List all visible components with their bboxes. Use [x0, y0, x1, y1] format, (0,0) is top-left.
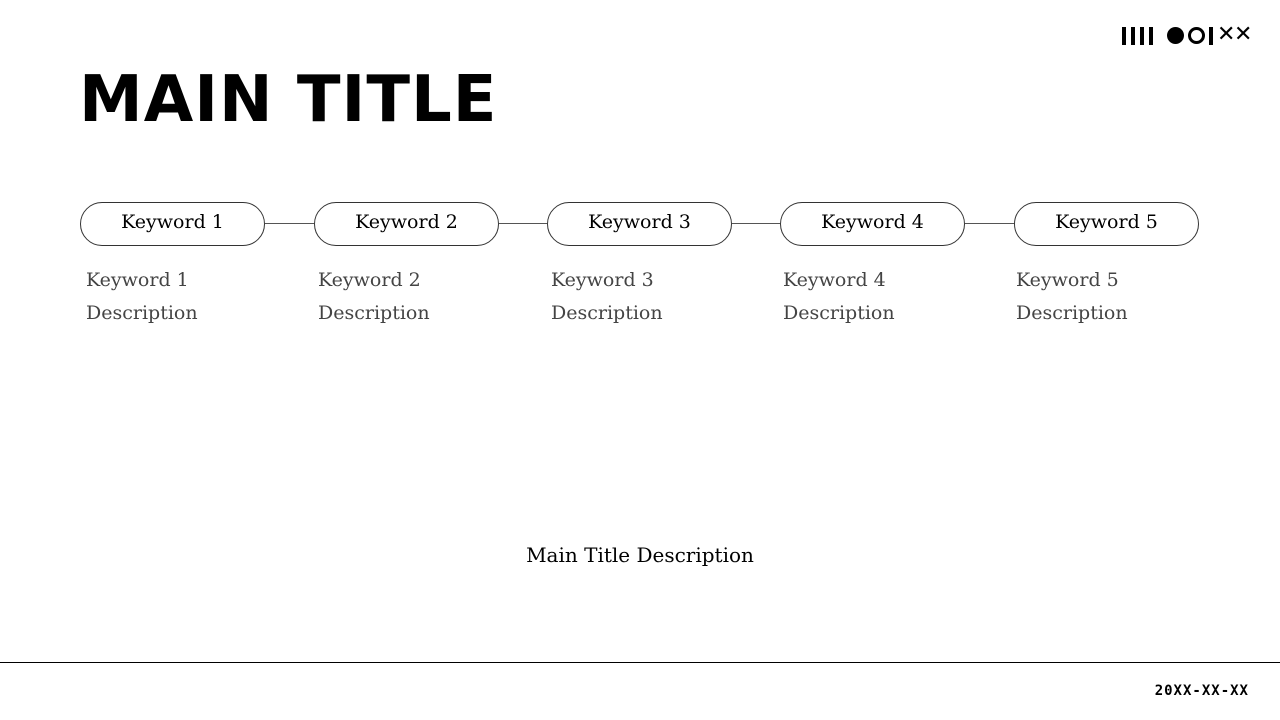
keyword-description-line: Keyword 5 — [1016, 269, 1119, 291]
keyword-description: Keyword 1 Description — [86, 264, 266, 330]
bar-icon — [1131, 27, 1135, 45]
timeline-connector — [965, 223, 1014, 224]
keyword-description-line: Keyword 2 — [318, 269, 421, 291]
footer-divider — [0, 662, 1280, 663]
keyword-description: Keyword 3 Description — [551, 264, 731, 330]
x-icon: ✕ — [1234, 22, 1253, 47]
keyword-description-line: Keyword 1 — [86, 269, 189, 291]
keyword-description-line: Description — [86, 302, 198, 324]
timeline-connector — [499, 223, 547, 224]
bar-icon — [1140, 27, 1144, 45]
x-icon: ✕ — [1217, 22, 1236, 47]
timeline-connector — [265, 223, 314, 224]
keyword-description: Keyword 4 Description — [783, 264, 963, 330]
bar-icon — [1209, 27, 1213, 45]
slide-date: 20XX-XX-XX — [1154, 683, 1249, 699]
keyword-pill: Keyword 2 — [314, 202, 499, 246]
keyword-description-line: Keyword 3 — [551, 269, 654, 291]
keyword-pill: Keyword 3 — [547, 202, 732, 246]
keyword-description: Keyword 2 Description — [318, 264, 498, 330]
outline-circle-icon — [1188, 27, 1205, 44]
keyword-pill: Keyword 1 — [80, 202, 265, 246]
keyword-description-line: Description — [783, 302, 895, 324]
main-title-description: Main Title Description — [526, 543, 754, 567]
keyword-description: Keyword 5 Description — [1016, 264, 1196, 330]
bar-icon — [1122, 27, 1126, 45]
keyword-description-line: Description — [1016, 302, 1128, 324]
keyword-pill: Keyword 5 — [1014, 202, 1199, 246]
timeline-connector — [732, 223, 780, 224]
bar-icon — [1149, 27, 1153, 45]
keyword-description-line: Keyword 4 — [783, 269, 886, 291]
filled-circle-icon — [1167, 27, 1184, 44]
keyword-description-line: Description — [551, 302, 663, 324]
keyword-description-line: Description — [318, 302, 430, 324]
keyword-pill: Keyword 4 — [780, 202, 965, 246]
page-title: MAIN TITLE — [79, 63, 498, 137]
